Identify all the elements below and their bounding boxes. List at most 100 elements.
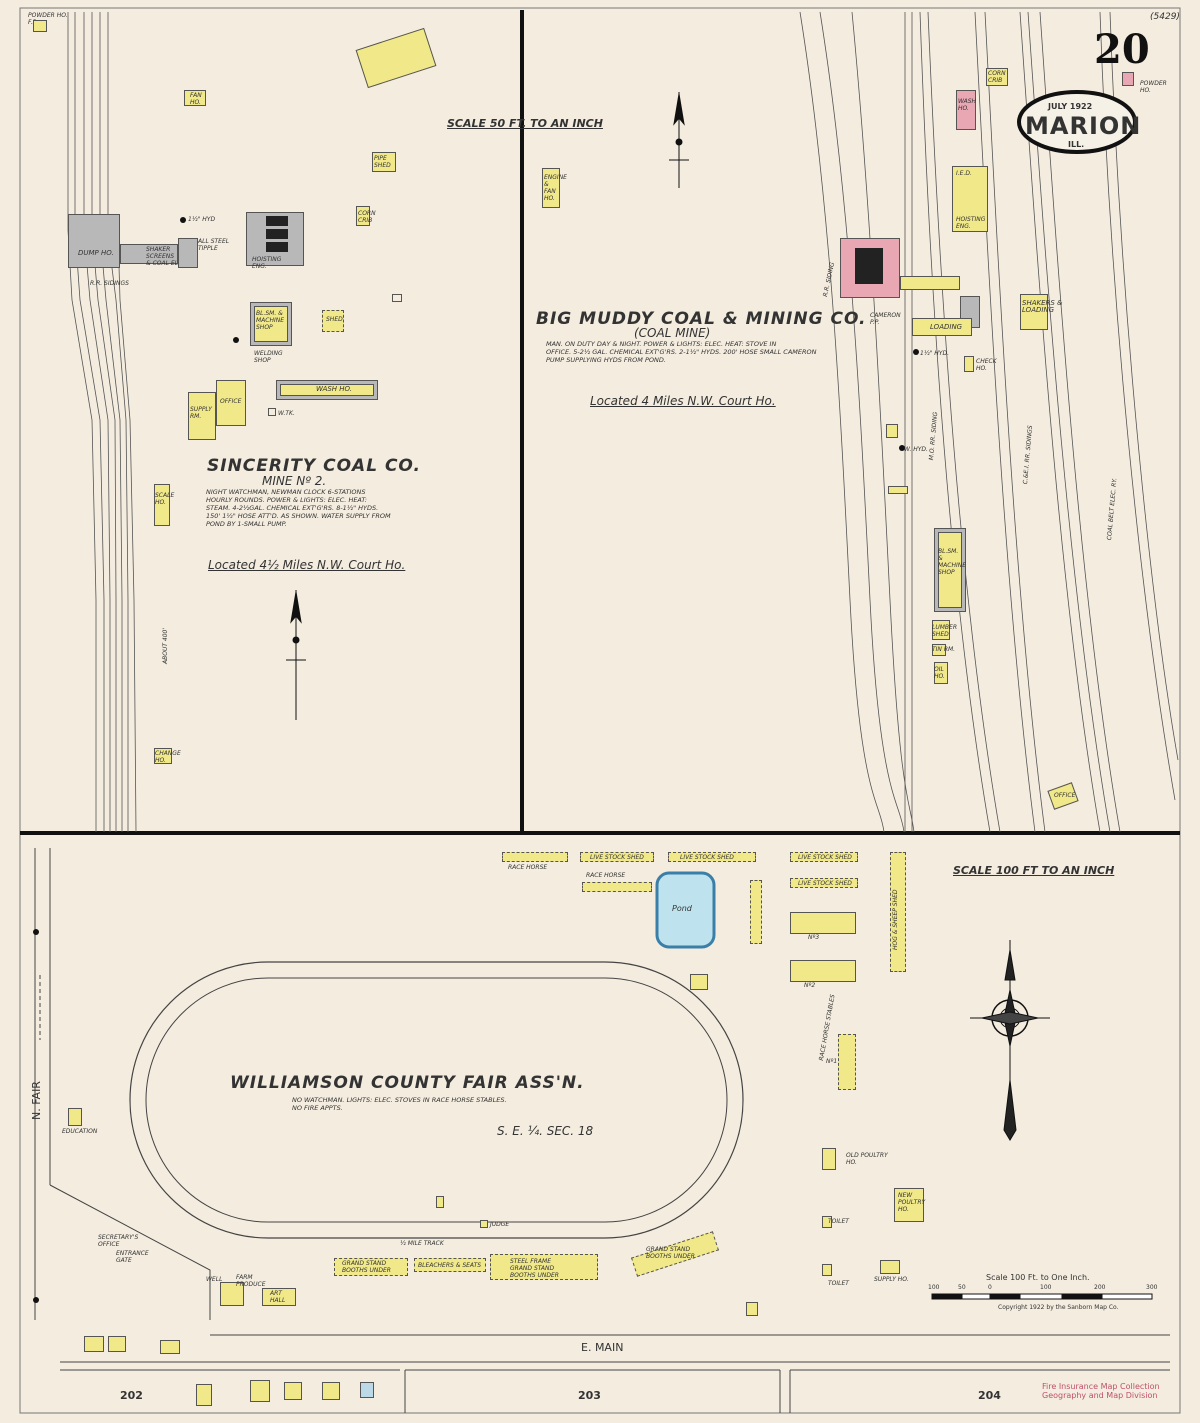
shakers-loading xyxy=(1020,294,1048,330)
left-rail-sidings xyxy=(67,12,137,833)
engine-fan-house xyxy=(542,168,560,208)
blacksmith-shop xyxy=(254,306,288,342)
tipple-label: ALL STEEL TIPPLE xyxy=(198,238,230,252)
scale-tick-4: 200 xyxy=(1094,1284,1106,1291)
upper-scale-label: SCALE 50 FT. TO AN INCH xyxy=(447,117,603,130)
change-house xyxy=(154,748,172,764)
screens-building xyxy=(120,244,178,264)
scale-house-label: SCALE HO. xyxy=(155,492,175,506)
stable-no2: Nº2 xyxy=(804,982,816,989)
conveyor xyxy=(900,276,960,290)
supply-room-label: SUPPLY RM. xyxy=(190,406,212,420)
farm-produce xyxy=(220,1282,244,1306)
city-badge-oval xyxy=(1017,90,1137,154)
copyright: Copyright 1922 by the Sanborn Map Co. xyxy=(998,1304,1119,1311)
new-poultry-label: NEW POULTRY HO. xyxy=(898,1192,926,1213)
sincerity-note: NIGHT WATCHMAN, NEWMAN CLOCK 6-STATIONS … xyxy=(206,488,391,528)
sincerity-mine: MINE Nº 2. xyxy=(262,474,327,488)
hoist-label: HOISTING ENG. xyxy=(252,256,282,270)
stable-no3: Nº3 xyxy=(808,934,820,941)
livestock-label-2: LIVE STOCK SHED xyxy=(680,854,734,861)
livestock-shed-2 xyxy=(668,852,756,862)
bigmuddy-hydrant-label: 1½" HYD. xyxy=(920,350,950,357)
boiler-1 xyxy=(266,216,288,226)
grand-stand-1 xyxy=(334,1258,408,1276)
judge-label: JUDGE xyxy=(490,1221,510,1228)
small-building-2 xyxy=(888,486,908,494)
stable-no1: Nº1 xyxy=(826,1058,838,1065)
rr-sidings-label: R.R. SIDINGS xyxy=(90,280,129,287)
small-outbuilding xyxy=(392,294,402,302)
blacksmith-shop-label: BL.SM. & MACHINE SHOP xyxy=(256,310,285,331)
machine-shop xyxy=(938,532,962,608)
hog-sheep-shed xyxy=(890,852,906,972)
toilet-2 xyxy=(822,1264,832,1276)
scale-tick-2: 0 xyxy=(988,1284,992,1291)
engine-fan-house-label: ENGINE & FAN HO. xyxy=(544,174,567,202)
livestock-label-4: LIVE STOCK SHED xyxy=(798,880,852,887)
fair-section: S. E. ¼. SEC. 18 xyxy=(497,1124,594,1138)
welding-label: WELDING SHOP xyxy=(254,350,283,364)
corn-crib-label: CORN CRIB xyxy=(358,210,376,224)
scale-bar-label: Scale 100 Ft. to One Inch. xyxy=(986,1273,1090,1282)
water-tank-label: W.TK. xyxy=(278,410,295,417)
livestock-shed-1 xyxy=(580,852,654,862)
cameron-label: CAMERON P.P. xyxy=(870,312,901,326)
bleachers-label: BLEACHERS & SEATS xyxy=(418,1262,482,1269)
block-204: 204 xyxy=(978,1389,1001,1402)
sincerity-location: Located 4½ Miles N.W. Court Ho. xyxy=(208,558,406,572)
bigmuddy-location: Located 4 Miles N.W. Court Ho. xyxy=(590,394,776,408)
fair-note: NO WATCHMAN. LIGHTS: ELEC. STOVES IN RAC… xyxy=(292,1096,507,1112)
hydrants xyxy=(33,217,919,1303)
livestock-shed-4 xyxy=(790,878,858,888)
check-house-label: CHECK HO. xyxy=(976,358,997,372)
new-poultry-house xyxy=(894,1188,924,1222)
race-horse-shed-1 xyxy=(502,852,568,862)
block-203: 203 xyxy=(578,1389,601,1402)
shakers-loading-label: SHAKERS & LOADING xyxy=(1022,299,1063,314)
supply-house-label: SUPPLY HO. xyxy=(874,1276,909,1283)
shed-small xyxy=(322,310,344,332)
office-building xyxy=(216,380,246,426)
scale-tick-5: 300 xyxy=(1146,1284,1158,1291)
scale-tick-3: 100 xyxy=(1040,1284,1052,1291)
farm-produce-label: FARM PRODUCE xyxy=(236,1274,266,1288)
water-tank xyxy=(268,408,276,416)
check-house xyxy=(964,356,974,372)
oil-house xyxy=(934,662,948,684)
streets xyxy=(34,848,1170,1413)
bleachers xyxy=(414,1258,486,1272)
loading-shed xyxy=(912,318,972,336)
livestock-shed-vertical xyxy=(750,880,762,944)
block-202: 202 xyxy=(120,1389,143,1402)
grand-stand-label-2: GRAND STAND BOOTHS UNDER xyxy=(646,1246,695,1260)
art-hall xyxy=(262,1288,296,1306)
state-name: ILL. xyxy=(1068,140,1085,149)
office-right-label: OFFICE xyxy=(1054,792,1076,799)
loading-label: LOADING xyxy=(930,323,963,331)
scale-bar xyxy=(931,1293,1153,1300)
house-6 xyxy=(284,1382,302,1400)
bigmuddy-sub: (COAL MINE) xyxy=(634,326,711,340)
pipe-shed xyxy=(372,152,396,172)
race-horse-label-1: RACE HORSE xyxy=(508,864,548,871)
sheet-date: JULY 1922 xyxy=(1048,102,1093,111)
lumber-shed-label: LUMBER SHED xyxy=(932,624,957,638)
corn-crib-right-label: CORN CRIB xyxy=(988,70,1006,84)
shed-small-label: SHED xyxy=(326,316,343,323)
sheet-number: 20 xyxy=(1094,26,1150,73)
boiler-2 xyxy=(266,229,288,239)
race-stable-3 xyxy=(790,912,856,934)
city-name: MARION xyxy=(1025,112,1142,140)
fair-name: WILLIAMSON COUNTY FAIR ASS'N. xyxy=(230,1073,585,1093)
wash-house-label: WASH HO. xyxy=(316,385,353,393)
toilet-label-1: TOILET xyxy=(828,1218,849,1225)
powder-house-right xyxy=(1122,72,1134,86)
hoisting-label: HOISTING ENG. xyxy=(956,216,986,230)
bigmuddy-note: MAN. ON DUTY DAY & NIGHT. POWER & LIGHTS… xyxy=(546,340,817,364)
sincerity-name: SINCERITY COAL CO. xyxy=(207,456,421,476)
wash-house-right-label: WASH HO. xyxy=(958,98,977,112)
secretary-office-label: SECRETARY'S OFFICE xyxy=(98,1234,139,1248)
